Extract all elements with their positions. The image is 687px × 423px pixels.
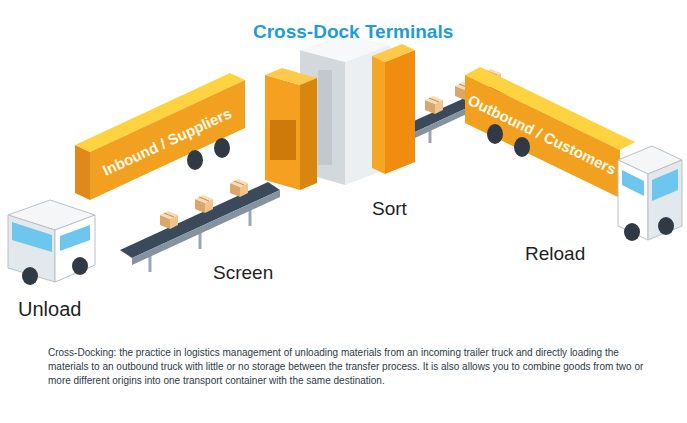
inbound-truck-part bbox=[60, 225, 90, 251]
inbound-conveyor-part bbox=[132, 190, 280, 265]
inbound-truck-part bbox=[90, 80, 245, 200]
sorting-machine-part bbox=[372, 56, 385, 174]
trailer-label: Outbound / Customers bbox=[465, 91, 619, 178]
inbound-truck-part bbox=[187, 150, 203, 170]
outbound-truck-part bbox=[514, 137, 530, 157]
outbound-truck-part bbox=[487, 124, 503, 144]
sorting-machine-part bbox=[345, 45, 390, 185]
outbound-truck-part bbox=[652, 169, 678, 201]
stage-label: Unload bbox=[18, 298, 81, 321]
inbound-truck bbox=[8, 73, 245, 285]
inbound-truck-part bbox=[72, 257, 88, 275]
sorting-machine bbox=[265, 35, 415, 190]
inbound-conveyor-part bbox=[195, 195, 213, 213]
diagram-title: Cross-Dock Terminals bbox=[253, 21, 453, 43]
sorting-machine-part bbox=[300, 78, 317, 190]
inbound-conveyor-part bbox=[230, 179, 248, 197]
sorting-machine-part bbox=[265, 75, 300, 190]
inbound-conveyor-part bbox=[160, 211, 178, 229]
inbound-conveyor bbox=[120, 179, 280, 272]
stage-label: Screen bbox=[213, 262, 273, 284]
inbound-truck-part bbox=[12, 222, 52, 252]
outbound-truck-part bbox=[622, 170, 644, 196]
inbound-conveyor-part bbox=[120, 182, 280, 258]
outbound-truck-part bbox=[618, 160, 648, 240]
sorting-machine-part bbox=[270, 120, 296, 160]
inbound-truck-part bbox=[22, 267, 38, 285]
outbound-conveyor-part bbox=[425, 96, 443, 114]
outbound-truck-part bbox=[624, 223, 640, 241]
sorting-machine-part bbox=[318, 70, 332, 165]
outbound-truck bbox=[465, 67, 682, 241]
sorting-machine-part bbox=[385, 50, 415, 174]
outbound-truck-part bbox=[465, 75, 620, 198]
inbound-truck-part bbox=[55, 215, 95, 282]
stage-label: Reload bbox=[525, 243, 585, 265]
stage-label: Sort bbox=[372, 198, 407, 220]
trailer-label: Inbound / Suppliers bbox=[100, 104, 234, 179]
inbound-truck-part bbox=[214, 138, 230, 158]
caption: Cross-Docking: the practice in logistics… bbox=[48, 346, 654, 388]
inbound-truck-part bbox=[75, 145, 90, 200]
outbound-truck-part bbox=[658, 217, 674, 235]
outbound-truck-part bbox=[648, 160, 682, 240]
